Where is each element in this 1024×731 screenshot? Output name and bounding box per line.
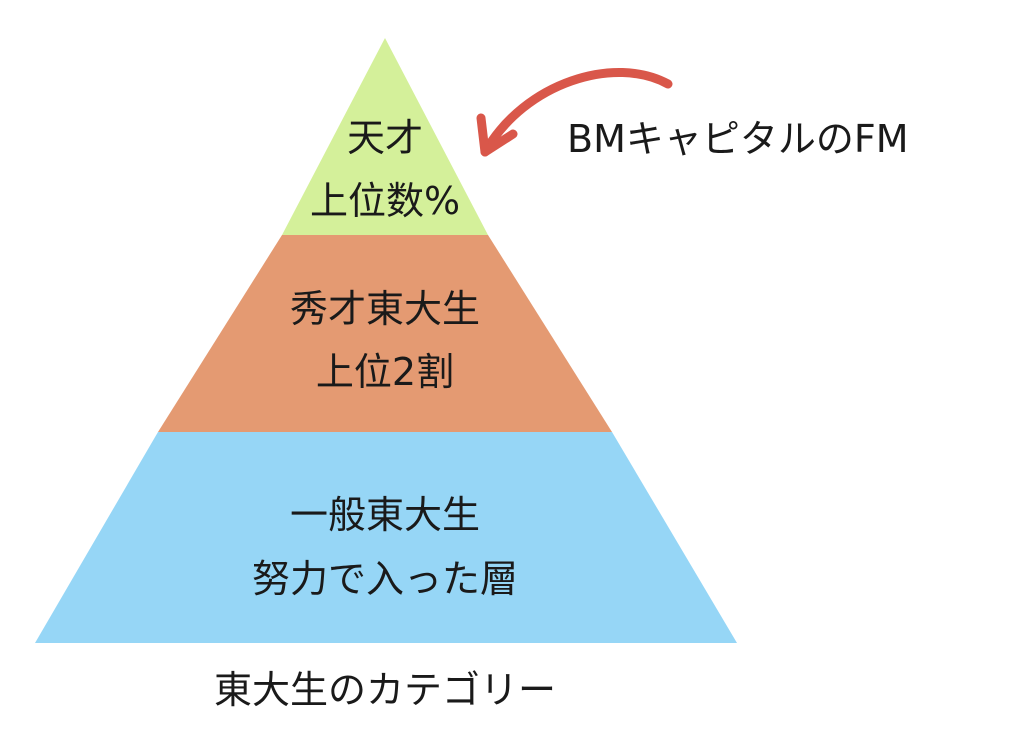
pyramid-tier-bottom [35,432,737,643]
tier-bottom-sublabel: 努力で入った層 [252,557,518,601]
annotation-arrow-icon [476,68,673,157]
tier-top-label: 天才 [347,116,423,160]
annotation-label: BMキャピタルのFM [567,117,909,161]
pyramid-caption: 東大生のカテゴリー [214,668,556,712]
tier-top-sublabel: 上位数% [310,179,460,223]
tier-middle-label: 秀才東大生 [290,287,480,331]
pyramid-tier-middle [158,235,612,432]
pyramid-tier-top [282,38,488,235]
tier-bottom-label: 一般東大生 [290,493,480,537]
tier-middle-sublabel: 上位2割 [316,350,454,394]
